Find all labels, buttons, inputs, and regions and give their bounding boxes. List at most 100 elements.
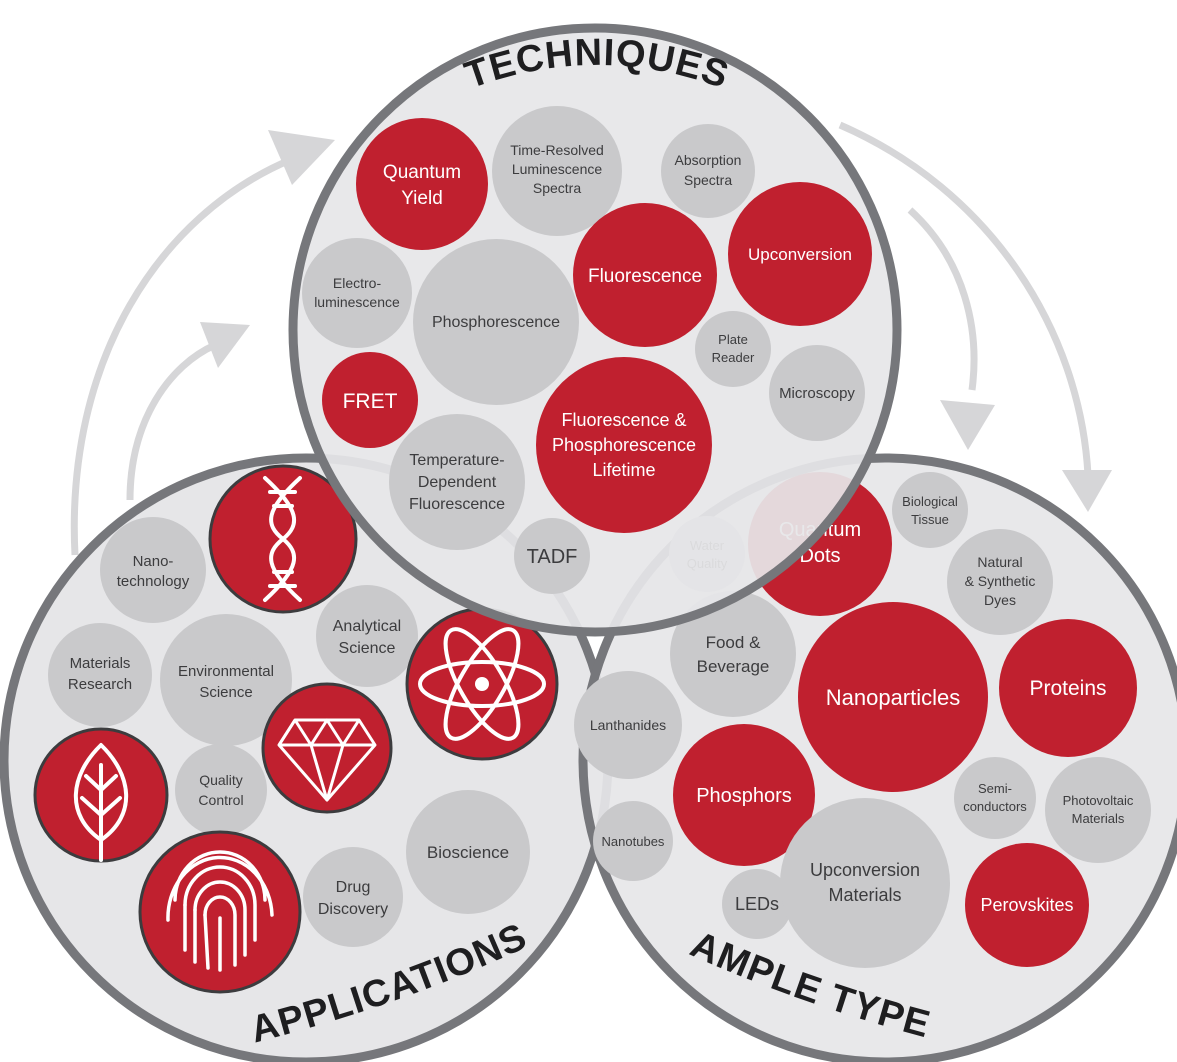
lanthanides-label: Lanthanides xyxy=(590,717,666,733)
bubble-phosphorescence: Phosphorescence xyxy=(413,239,579,405)
absorption-label-1: Absorption xyxy=(675,152,742,168)
nanotechnology-label-2: technology xyxy=(117,573,190,590)
lifetime-label-3: Lifetime xyxy=(592,460,655,480)
arrow-techniques-to-samples-outer xyxy=(838,121,1092,476)
bubble-perovskites: Perovskites xyxy=(965,843,1089,967)
arrow-applications-to-techniques-inner xyxy=(126,341,217,501)
bubble-fluorescence: Fluorescence xyxy=(573,203,717,347)
svg-text:Nano-technology: Nano-technology xyxy=(117,553,190,590)
environmental-label-2: Science xyxy=(199,684,252,701)
bubble-lanthanides: Lanthanides xyxy=(574,671,682,779)
semi-label-1: Semi- xyxy=(978,781,1012,796)
biological-label-1: Biological xyxy=(902,494,958,509)
nanoparticles-label: Nanoparticles xyxy=(826,685,961,710)
phosphors-label: Phosphors xyxy=(696,785,792,807)
bubble-fret: FRET xyxy=(322,352,418,448)
nanotechnology-label-1: Nano- xyxy=(133,553,174,570)
bubble-microscopy: Microscopy xyxy=(769,345,865,441)
bubble-leds: LEDs xyxy=(722,869,792,939)
arrow-applications-to-techniques-outer xyxy=(70,156,292,556)
bubble-bioscience: Bioscience xyxy=(406,790,530,914)
time-resolved-label-2: Luminescence xyxy=(512,161,602,177)
arrow-head-inner-left xyxy=(200,322,250,368)
photovoltaic-label-1: Photovoltaic xyxy=(1063,793,1134,808)
microscopy-label: Microscopy xyxy=(779,385,855,402)
temperature-label-1: Temperature- xyxy=(409,452,504,469)
food-label-2: Beverage xyxy=(697,657,770,676)
materials-label-2: Research xyxy=(68,676,132,693)
drug-label-2: Discovery xyxy=(318,901,388,918)
drug-label-1: Drug xyxy=(336,879,371,896)
bubble-tadf: TADF xyxy=(514,518,590,594)
bubble-electroluminescence: Electro-luminescence xyxy=(302,238,412,348)
semi-label-2: conductors xyxy=(963,799,1027,814)
arrow-head-outer-right xyxy=(1062,470,1112,512)
bubble-nanotechnology: Nano-technology xyxy=(100,517,206,623)
quantum-yield-label-2: Yield xyxy=(401,188,443,209)
upconv-materials-label-2: Materials xyxy=(828,885,901,905)
quantum-dots-label-2: Dots xyxy=(799,545,840,567)
arrow-techniques-to-samples-inner xyxy=(907,207,978,391)
quality-label-1: Quality xyxy=(199,772,243,788)
absorption-label-2: Spectra xyxy=(684,172,732,188)
fret-label: FRET xyxy=(343,390,398,413)
bubble-nanotubes: Nanotubes xyxy=(593,801,673,881)
perovskites-label: Perovskites xyxy=(980,895,1073,915)
time-resolved-label-1: Time-Resolved xyxy=(510,142,604,158)
photovoltaic-label-2: Materials xyxy=(1072,811,1125,826)
food-label-1: Food & xyxy=(706,633,761,652)
bubble-phosphors: Phosphors xyxy=(673,724,815,866)
leaf-icon xyxy=(33,727,169,863)
bubble-food-beverage: Food & Beverage xyxy=(670,591,796,717)
analytical-label-1: Analytical xyxy=(333,618,401,635)
plate-label-2: Reader xyxy=(712,350,755,365)
diamond-icon xyxy=(261,682,393,814)
environmental-label-1: Environmental xyxy=(178,663,274,680)
arrow-head-outer-left xyxy=(268,130,335,185)
nanotubes-label: Nanotubes xyxy=(602,834,665,849)
bioscience-label: Bioscience xyxy=(427,843,509,862)
lifetime-label-2: Phosphorescence xyxy=(552,435,696,455)
dyes-label-2: & Synthetic xyxy=(965,573,1036,589)
lifetime-label-1: Fluorescence & xyxy=(561,410,686,430)
materials-label-1: Materials xyxy=(70,655,131,672)
fingerprint-icon xyxy=(138,830,302,994)
leds-label: LEDs xyxy=(735,894,779,914)
atom-icon xyxy=(405,607,559,761)
upconversion-label: Upconversion xyxy=(748,245,852,264)
bubble-semiconductors: Semi-conductors xyxy=(954,757,1036,839)
proteins-label: Proteins xyxy=(1029,677,1106,700)
tadf-label: TADF xyxy=(527,546,578,568)
time-resolved-label-3: Spectra xyxy=(533,180,581,196)
dyes-label-3: Dyes xyxy=(984,592,1016,608)
dna-icon xyxy=(208,464,358,614)
temperature-label-3: Fluorescence xyxy=(409,496,505,513)
arrow-head-inner-right xyxy=(940,400,995,450)
